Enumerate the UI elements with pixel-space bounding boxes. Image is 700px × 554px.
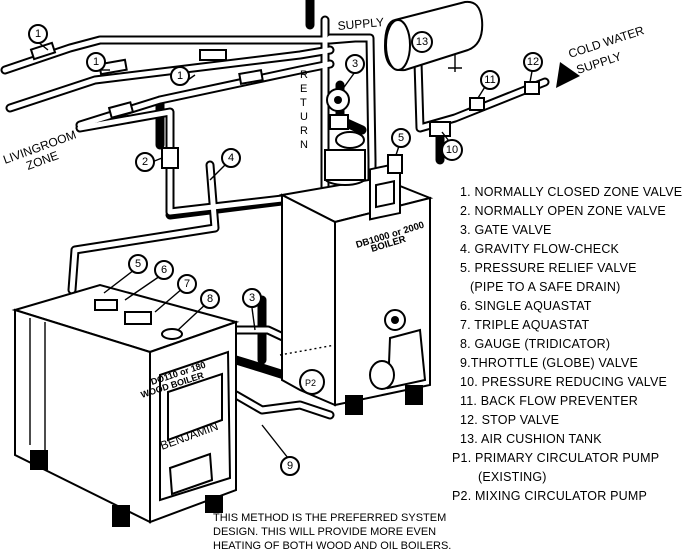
callout-8: 8	[200, 289, 220, 309]
air-cushion-tank	[383, 0, 484, 72]
svg-text:3: 3	[352, 58, 358, 70]
legend-item-4: 4. GRAVITY FLOW-CHECK	[460, 242, 620, 256]
legend-item-13: 13. AIR CUSHION TANK	[460, 432, 602, 446]
callout-2: 2	[135, 152, 155, 172]
svg-text:12: 12	[527, 56, 539, 68]
svg-text:1: 1	[35, 28, 41, 40]
zone-valve-2	[161, 147, 179, 169]
callout-1b: 1	[86, 52, 106, 72]
legend-item-9: 9.THROTTLE (GLOBE) VALVE	[460, 356, 638, 370]
relief-valve-5-oil	[387, 154, 403, 174]
design-note: THIS METHOD IS THE PREFERRED SYSTEM DESI…	[213, 512, 451, 552]
callout-1a: 1	[28, 24, 48, 44]
primary-circulator-pump	[326, 88, 365, 149]
supply-label: SUPPLY	[337, 15, 385, 33]
svg-text:1: 1	[177, 70, 183, 82]
callout-circles: 1 1 1 2 3 3 4 5 5 6 7 8 9 10 11 12 13	[28, 24, 543, 476]
callout-leaders	[37, 41, 534, 459]
svg-text:3: 3	[249, 292, 255, 304]
backflow-preventer-11	[469, 97, 485, 111]
callout-12: 12	[523, 52, 543, 72]
svg-text:4: 4	[228, 152, 234, 164]
note-line-1: THIS METHOD IS THE PREFERRED SYSTEM	[213, 512, 446, 524]
pump-p2-label: P2	[305, 378, 316, 388]
callout-7: 7	[177, 274, 197, 294]
callout-3-bottom: 3	[242, 288, 262, 308]
svg-text:8: 8	[207, 293, 213, 305]
legend-item-12: 12. STOP VALVE	[460, 413, 559, 427]
callout-5-wood: 5	[128, 254, 148, 274]
callout-4: 4	[221, 148, 241, 168]
legend-item-1: 1. NORMALLY CLOSED ZONE VALVE	[460, 185, 682, 199]
legend-item-7: 7. TRIPLE AQUASTAT	[460, 318, 589, 332]
stop-valve-12	[524, 81, 540, 95]
legend-item-p2: P2. MIXING CIRCULATOR PUMP	[452, 489, 647, 503]
callout-11: 11	[480, 70, 500, 90]
svg-text:2: 2	[142, 156, 148, 168]
svg-text:11: 11	[484, 74, 495, 86]
legend-item-3: 3. GATE VALVE	[460, 223, 552, 237]
return-letter-n: N	[300, 139, 308, 151]
callout-9: 9	[280, 456, 300, 476]
svg-text:1: 1	[93, 56, 99, 68]
callout-13: 13	[411, 31, 433, 53]
svg-text:5: 5	[398, 132, 404, 144]
callout-1c: 1	[170, 66, 190, 86]
svg-text:13: 13	[416, 36, 428, 48]
cold-water-arrow	[429, 62, 580, 137]
svg-text:6: 6	[161, 264, 167, 276]
return-letter-u: U	[300, 111, 308, 123]
legend-item-p1: P1. PRIMARY CIRCULATOR PUMP	[452, 451, 659, 465]
svg-text:7: 7	[184, 278, 190, 290]
pressure-reducing-valve-10	[429, 121, 451, 137]
oil-boiler	[278, 149, 434, 415]
note-line-3: HEATING OF BOTH WOOD AND OIL BOILERS.	[213, 540, 451, 552]
return-letter-r2: R	[300, 125, 308, 137]
callout-10: 10	[441, 139, 463, 161]
wood-boiler	[11, 283, 240, 527]
legend-item-11: 11. BACK FLOW PREVENTER	[460, 394, 638, 408]
note-line-2: DESIGN. THIS WILL PROVIDE MORE EVEN	[213, 526, 436, 538]
callout-3-top: 3	[345, 54, 365, 74]
return-letter-e: E	[300, 83, 307, 95]
legend-item-5-note: (PIPE TO A SAFE DRAIN)	[470, 280, 621, 294]
dotted-guide	[279, 344, 336, 405]
return-letter-r1: R	[300, 69, 308, 81]
legend-item-8: 8. GAUGE (TRIDICATOR)	[460, 337, 610, 351]
svg-text:10: 10	[446, 144, 458, 156]
legend-item-p1-note: (EXISTING)	[478, 470, 547, 484]
svg-text:5: 5	[135, 258, 141, 270]
legend: 1. NORMALLY CLOSED ZONE VALVE 2. NORMALL…	[452, 185, 682, 503]
callout-5-oil: 5	[391, 128, 411, 148]
legend-item-10: 10. PRESSURE REDUCING VALVE	[460, 375, 667, 389]
svg-text:9: 9	[287, 460, 293, 472]
mixing-circulator-pump	[299, 369, 325, 395]
callout-6: 6	[154, 260, 174, 280]
legend-item-2: 2. NORMALLY OPEN ZONE VALVE	[460, 204, 666, 218]
legend-item-6: 6. SINGLE AQUASTAT	[460, 299, 592, 313]
return-letter-t: T	[300, 97, 307, 109]
legend-item-5: 5. PRESSURE RELIEF VALVE	[460, 261, 637, 275]
